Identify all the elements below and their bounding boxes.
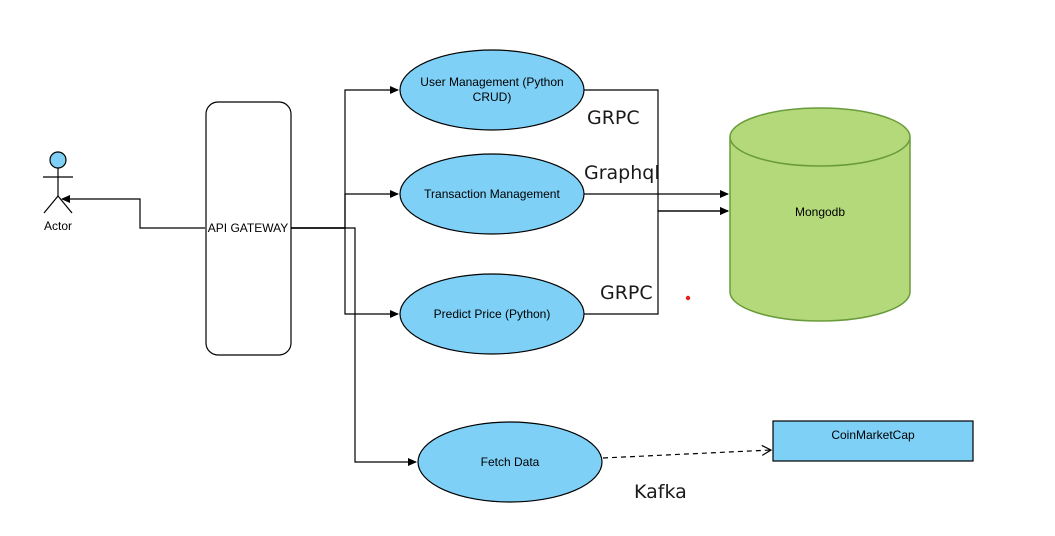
grpc-label-predict-price: GRPC bbox=[600, 282, 653, 304]
actor-label: Actor bbox=[44, 219, 72, 233]
api-gateway-box bbox=[205, 101, 292, 356]
transaction-management-service[interactable]: Transaction Management bbox=[399, 153, 585, 235]
mongodb-database[interactable]: Mongodb bbox=[729, 107, 911, 322]
graphql-label-transaction: Graphql bbox=[584, 162, 660, 184]
transaction-management-label: Transaction Management bbox=[424, 187, 560, 201]
grpc-label-user-management: GRPC bbox=[587, 107, 640, 129]
predict-price-label: Predict Price (Python) bbox=[434, 307, 551, 321]
gateway-to-predict-price-connector bbox=[291, 227, 399, 318]
predict-price-ellipse bbox=[399, 273, 585, 355]
user-management-label-line2: CRUD) bbox=[473, 90, 512, 104]
predict-price-service[interactable]: Predict Price (Python) bbox=[399, 273, 585, 355]
coinmarketcap-external[interactable]: CoinMarketCap bbox=[772, 420, 974, 462]
red-marker-dot bbox=[685, 295, 691, 301]
fetch-data-label: Fetch Data bbox=[481, 455, 540, 469]
predict-price-to-db-connector bbox=[584, 207, 729, 315]
transaction-management-ellipse bbox=[399, 153, 585, 235]
fetch-data-to-external-connector bbox=[602, 444, 773, 459]
kafka-label-fetch-data: Kafka bbox=[634, 481, 687, 503]
gateway-to-transaction-connector bbox=[291, 190, 399, 229]
user-management-service[interactable]: User Management (Python CRUD) bbox=[399, 49, 585, 131]
actor-left-leg bbox=[43, 195, 59, 214]
api-gateway[interactable]: API GATEWAY bbox=[205, 101, 292, 356]
actor-right-leg bbox=[57, 195, 73, 214]
user-management-ellipse bbox=[399, 49, 585, 131]
fetch-data-ellipse bbox=[417, 421, 603, 503]
gateway-to-actor-connector bbox=[61, 195, 205, 229]
actor-head bbox=[49, 151, 67, 169]
mongodb-label: Mongodb bbox=[795, 205, 845, 219]
user-management-label-line1: User Management (Python bbox=[420, 75, 563, 89]
fetch-data-service[interactable]: Fetch Data bbox=[417, 421, 603, 503]
gateway-to-fetch-data-connector bbox=[291, 227, 417, 466]
coinmarketcap-label: CoinMarketCap bbox=[831, 428, 915, 442]
coinmarketcap-box bbox=[772, 420, 974, 462]
actor[interactable]: Actor bbox=[43, 151, 73, 233]
api-gateway-label: API GATEWAY bbox=[208, 221, 288, 235]
mongodb-cylinder-body bbox=[729, 137, 911, 322]
mongodb-cylinder-top bbox=[729, 107, 911, 167]
